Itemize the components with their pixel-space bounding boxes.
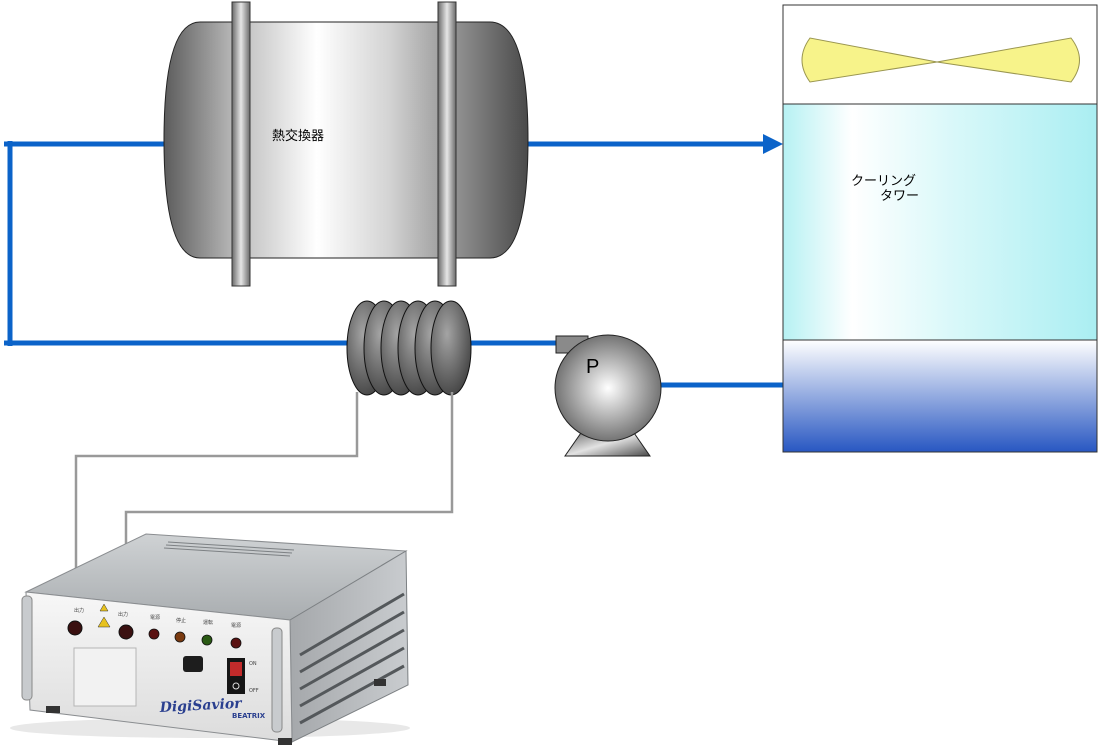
device-foot [278,738,292,745]
panel-label: 電源 [231,622,241,629]
pipe-network [4,141,783,388]
flange-left [231,1,251,287]
pump-icon [554,334,662,442]
panel-label: 出力 [74,607,84,614]
cooling-tower-label-line2: タワー [880,189,919,204]
coil-assembly [346,300,472,396]
device-foot [374,679,386,686]
heat-exchanger: 熱交換器 [163,1,529,287]
panel-label: 停止 [176,617,186,624]
output-terminal-1 [67,620,83,636]
cooling-tower-label-line1: クーリング [851,174,916,189]
device-handle-left [21,595,33,701]
flange-right [437,1,457,287]
device-foot [46,706,60,713]
device-maker-logo: BEATRIX [232,712,266,720]
tower-water-section [782,103,1098,341]
heat-exchanger-shell [163,21,529,259]
panel-label: 運転 [203,620,213,626]
coil-ring [430,300,472,396]
output-terminal-2 [118,624,134,640]
indicator-lamp [174,631,186,643]
indicator-lamp [230,637,242,649]
panel-label: 出力 [118,611,128,618]
indicator-lamp [201,634,213,646]
fan-blade-right [936,37,1080,83]
device-side-fins [299,592,405,725]
display-window [73,647,137,707]
power-switch-icon [227,658,245,694]
switch-off-label: OFF [249,688,259,694]
fan-icon [801,37,1080,83]
cooling-tower: クーリング タワー [782,4,1098,453]
device-brand-logo: DigiSavior [158,696,243,716]
flow-arrow-icon [763,134,783,154]
panel-label: 電源 [150,614,160,621]
heat-exchanger-label: 熱交換器 [272,128,324,144]
rotary-knob [183,656,203,672]
signal-wire-1 [74,392,359,628]
device-vent [163,541,295,557]
pump: P [554,334,662,457]
basin-section [782,339,1098,453]
cooling-tower-label: クーリング タワー [851,174,920,204]
device-handle-right [271,627,283,733]
fan-blade-left [801,37,938,83]
warning-icon [97,616,111,628]
switch-on-label: ON [249,661,257,667]
warning-icon [99,603,109,612]
indicator-lamp [148,628,160,640]
controller-device: 出力 出力 電源 停止 運転 電源 ON OFF DigiS [10,533,410,745]
pump-label: P [586,356,599,378]
panel-labels: 出力 出力 電源 停止 運転 電源 [74,607,241,629]
